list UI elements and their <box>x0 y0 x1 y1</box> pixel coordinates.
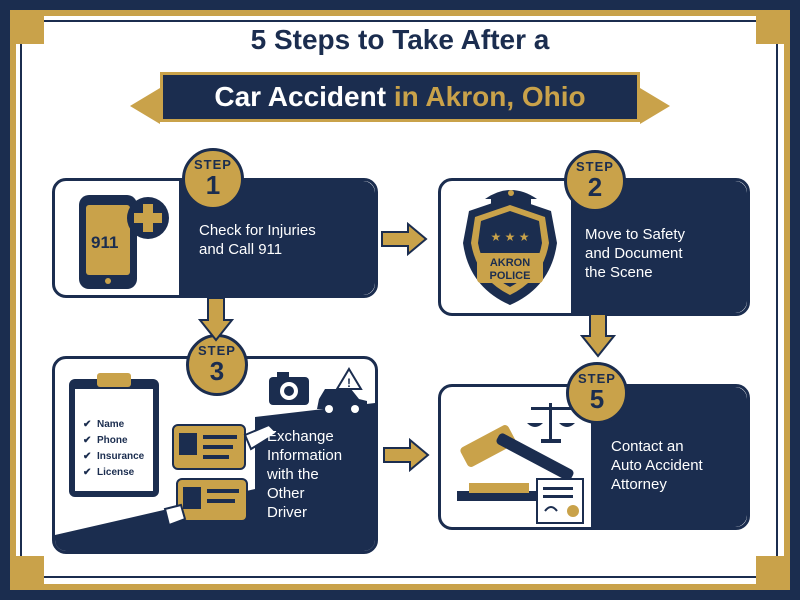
scales-icon <box>527 403 575 443</box>
step-1-text-line: Check for Injuries <box>199 222 316 239</box>
checklist-item: Name <box>97 419 125 430</box>
arrow-down-icon <box>198 297 234 342</box>
checklist-item: Insurance <box>97 451 145 462</box>
corner-ornament <box>756 10 790 44</box>
step-3-badge: STEP 3 <box>186 334 248 396</box>
step-label: STEP <box>578 371 616 386</box>
step-5-badge: STEP 5 <box>566 362 628 424</box>
step-3-text: Exchange Information with the Other Driv… <box>267 427 342 522</box>
step-2-text-line: Move to Safety <box>585 226 686 243</box>
camera-icon <box>269 372 309 405</box>
page-title: 5 Steps to Take After a <box>250 24 550 55</box>
svg-text:✔: ✔ <box>83 419 91 430</box>
title-highlight: in Akron, Ohio <box>393 81 586 112</box>
step-3-text-line: with the <box>267 466 319 483</box>
svg-text:✔: ✔ <box>83 451 91 462</box>
warning-icon: ! <box>335 367 363 390</box>
badge-text-police: POLICE <box>490 270 531 282</box>
step-5-illustration <box>457 403 584 524</box>
arrow-right-icon <box>383 438 430 472</box>
car-icon <box>317 389 367 413</box>
medical-cross-icon <box>127 197 169 239</box>
svg-text:✔: ✔ <box>83 435 91 446</box>
id-card-icon <box>176 478 248 522</box>
corner-ornament <box>756 556 790 590</box>
gavel-icon <box>457 425 574 501</box>
title-main: Car Accident <box>214 81 387 112</box>
step-3-card: ✔ ✔ ✔ ✔ Name Phone Insurance License ! <box>52 356 378 554</box>
id-card-icon <box>172 424 246 470</box>
checklist-item: License <box>97 467 135 478</box>
phone-icon: 911 <box>79 195 137 289</box>
step-3-text-line: Information <box>267 447 343 464</box>
step-number: 5 <box>589 384 605 414</box>
step-1-text-line: and Call 911 <box>199 241 283 258</box>
document-icon <box>536 478 584 524</box>
ribbon-tail-right <box>640 88 670 124</box>
police-badge-icon: ★ ★ ★ AKRON POLICE <box>463 197 557 305</box>
title-ribbon: Car Accident in Akron, Ohio <box>160 72 640 122</box>
clipboard-icon <box>69 373 159 497</box>
step-3-text-line: Other <box>267 485 305 502</box>
step-3-illustration: ✔ ✔ ✔ ✔ Name Phone Insurance License ! <box>55 367 375 551</box>
step-5-text-line: Contact an <box>611 438 684 455</box>
arrow-right-icon <box>381 222 428 256</box>
arrow-down-icon <box>580 313 616 358</box>
police-hat-icon <box>485 190 537 205</box>
step-3-navy-shape <box>55 403 375 551</box>
step-5-text-line: Auto Accident <box>611 457 703 474</box>
step-label: STEP <box>198 343 236 358</box>
step-label: STEP <box>576 159 614 174</box>
step-number: 2 <box>587 172 603 202</box>
step-5-text-line: Attorney <box>611 476 667 493</box>
step-5-panel: Contact an Auto Accident Attorney <box>591 387 747 527</box>
step-3-text-line: Exchange <box>267 428 334 445</box>
step-3-text-line: Driver <box>267 504 307 521</box>
step-2-text-line: the Scene <box>585 264 653 281</box>
ribbon-tail-left <box>130 88 160 124</box>
phone-911-text: 911 <box>91 233 118 252</box>
step-2-badge: STEP 2 <box>564 150 626 212</box>
step-1-card: 911 Check for Injuries and Call 911 <box>52 178 378 298</box>
svg-text:✔: ✔ <box>83 467 91 478</box>
step-number: 3 <box>209 356 225 386</box>
checklist-item: Phone <box>97 435 128 446</box>
step-label: STEP <box>194 157 232 172</box>
badge-text-akron: AKRON <box>490 257 530 269</box>
step-2-text-line: and Document <box>585 245 683 262</box>
step-1-badge: STEP 1 <box>182 148 244 210</box>
svg-text:!: ! <box>347 376 351 390</box>
svg-text:★ ★ ★: ★ ★ ★ <box>491 230 530 244</box>
step-number: 1 <box>205 170 221 200</box>
inner-border <box>20 20 778 578</box>
corner-ornament <box>10 10 44 44</box>
corner-ornament <box>10 556 44 590</box>
handshake-icon <box>163 423 279 527</box>
